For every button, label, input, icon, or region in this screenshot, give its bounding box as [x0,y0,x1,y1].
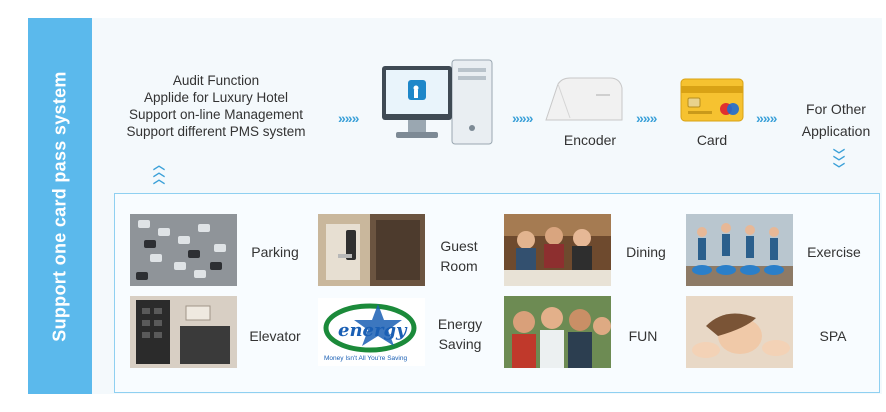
fun-photo [504,296,611,368]
guest-room-label-line: Guest [440,238,478,254]
fun-label: FUN [628,328,658,344]
flow-arrow-icon: »»» [338,110,359,126]
other-label-line: Application [801,123,871,139]
card-icon [680,78,744,122]
sidebar-title: Support one card pass system [49,70,70,342]
feature-list: Audit Function Applide for Luxury Hotel … [100,72,332,140]
other-label-line: For Other [806,101,866,117]
energy-saving-label-line: Saving [438,336,482,352]
computer-icon [380,58,496,146]
exercise-photo [686,214,793,286]
energy-saving-label: Energy Saving [424,314,496,354]
sidebar-banner: Support one card pass system [28,18,92,394]
parking-label: Parking [251,244,299,260]
flow-arrow-icon: »»» [512,110,533,126]
encoder-label: Encoder [563,132,617,148]
flow-arrow-icon: »»» [756,110,777,126]
encoder-icon [540,74,626,126]
parking-photo [130,214,237,286]
spa-label: SPA [819,328,847,344]
energy-logo-word: energy [338,320,408,341]
guest-room-label-line: Room [440,258,478,274]
feature-item: Audit Function [172,73,260,88]
dining-label: Dining [626,244,666,260]
feature-item: Support on-line Management [128,107,304,122]
feature-item: Support different PMS system [126,124,306,139]
down-chevrons-icon: ﹀﹀﹀ [832,148,845,176]
guest-room-photo [318,214,425,286]
guest-room-label: Guest Room [424,236,494,276]
energy-star-logo: energy Money Isn't All You're Saving [318,298,425,366]
flow-arrow-icon: »»» [636,110,657,126]
up-chevrons-icon: ︿︿︿ [152,158,165,186]
energy-logo-tagline: Money Isn't All You're Saving [324,355,407,362]
card-label: Card [696,132,728,148]
exercise-label: Exercise [807,244,861,260]
feature-item: Applide for Luxury Hotel [143,90,289,105]
energy-saving-label-line: Energy [437,316,483,332]
dining-photo [504,214,611,286]
elevator-photo [130,296,237,368]
other-application-label: For Other Application [788,98,884,142]
spa-photo [686,296,793,368]
elevator-label: Elevator [249,328,301,344]
